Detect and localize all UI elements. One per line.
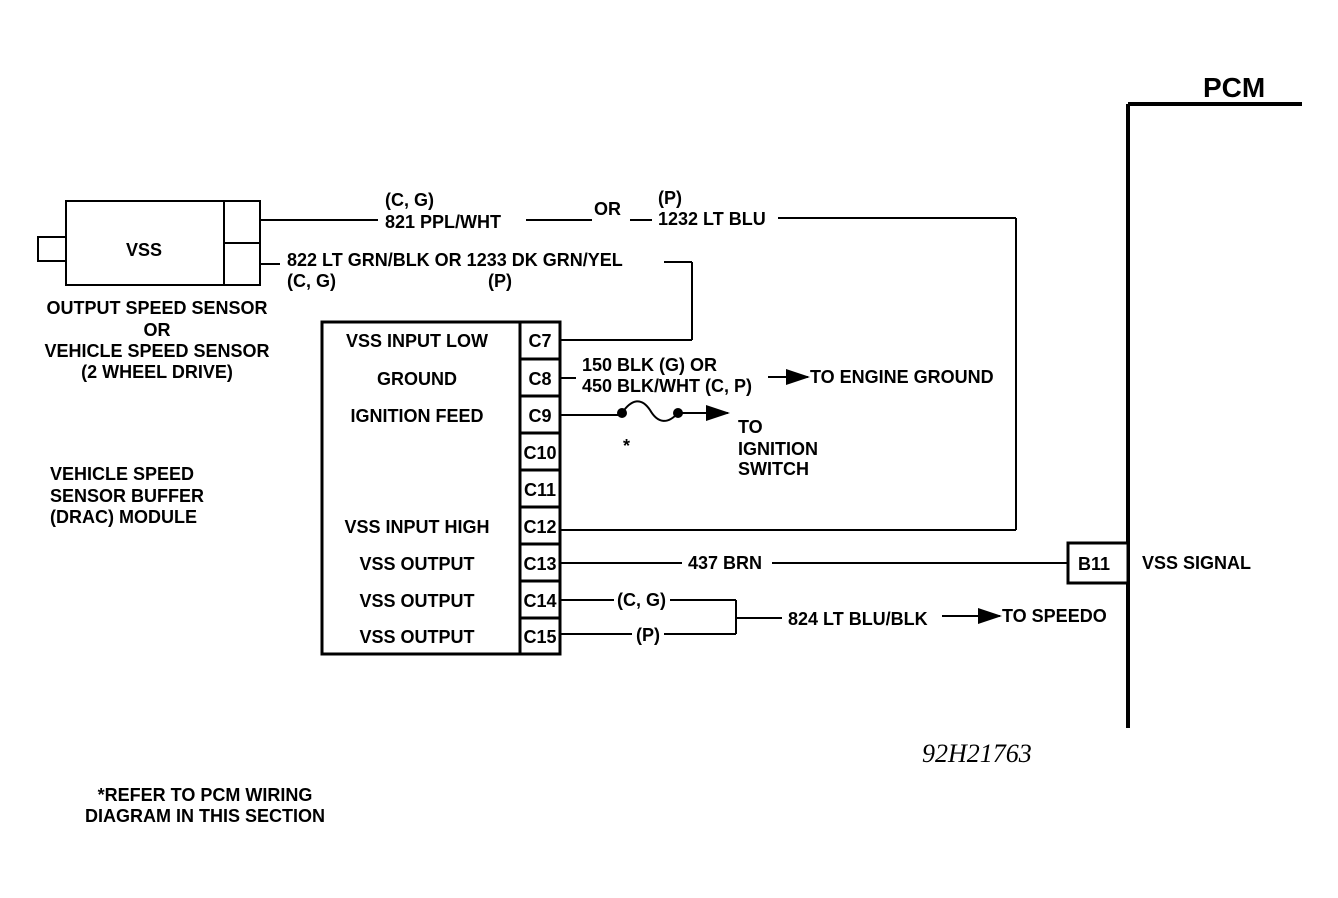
drac-module: C7 VSS INPUT LOW C8 GROUND C9 IGNITION FEED C1… — [320, 320, 562, 656]
wire-label-c15-p: (P) — [636, 625, 660, 645]
pin-label-c15: C15 — [523, 627, 556, 647]
to-ignition-label: TO — [738, 417, 763, 437]
module-pin-rows: C7 VSS INPUT LOW C8 GROUND C9 IGNITION FEED C1… — [344, 320, 562, 656]
pin-cell — [518, 616, 562, 656]
pin-label-c12: C12 — [523, 517, 556, 537]
fuse-note-star: * — [623, 436, 630, 456]
vss-caption-line: OR — [144, 320, 171, 340]
to-engine-ground-label: TO ENGINE GROUND — [810, 367, 994, 387]
to-ignition-label: IGNITION — [738, 439, 818, 459]
vss-shaft — [37, 236, 67, 262]
wire-ignition-feed: * TO IGNITION SWITCH — [560, 400, 818, 479]
module-row-label: VSS OUTPUT — [359, 554, 474, 574]
pin-label-c7: C7 — [528, 331, 551, 351]
vss-caption-line: OUTPUT SPEED SENSOR — [46, 298, 267, 318]
pin-label-c9: C9 — [528, 406, 551, 426]
to-ignition-label: SWITCH — [738, 459, 809, 479]
wire-label-437: 437 BRN — [688, 553, 762, 573]
pin-label-c11: C11 — [524, 480, 556, 500]
ground-label-450: 450 BLK/WHT (C, P) — [582, 376, 752, 396]
module-row-label: GROUND — [377, 369, 457, 389]
module-row-label: VSS INPUT HIGH — [344, 517, 489, 537]
wire-label-822: 822 LT GRN/BLK OR 1233 DK GRN/YEL — [287, 250, 623, 270]
to-speedo-label: TO SPEEDO — [1002, 606, 1107, 626]
module-row-label: VSS INPUT LOW — [346, 331, 488, 351]
module-caption: VEHICLE SPEED SENSOR BUFFER (DRAC) MODUL… — [50, 464, 204, 527]
pcm-pin-b11: B11 — [1078, 554, 1110, 574]
pin-label-c8: C8 — [528, 369, 551, 389]
wire-label-p: (P) — [658, 188, 682, 208]
figure-id: 92H21763 — [922, 739, 1032, 768]
wire-label-821: 821 PPL/WHT — [385, 212, 501, 232]
module-row-label: IGNITION FEED — [350, 406, 483, 426]
wire-label-1232: 1232 LT BLU — [658, 209, 766, 229]
ground-label-150: 150 BLK (G) OR — [582, 355, 717, 375]
vss-label: VSS — [126, 240, 162, 260]
module-caption-line: SENSOR BUFFER — [50, 486, 204, 506]
vss-caption-line: VEHICLE SPEED SENSOR — [44, 341, 269, 361]
module-row-label: VSS OUTPUT — [359, 627, 474, 647]
wire-ground: 150 BLK (G) OR 450 BLK/WHT (C, P) TO ENG… — [560, 355, 994, 396]
footnote-line: DIAGRAM IN THIS SECTION — [85, 806, 325, 826]
module-caption-line: (DRAC) MODULE — [50, 507, 197, 527]
footnote: *REFER TO PCM WIRING DIAGRAM IN THIS SEC… — [85, 785, 325, 826]
vss-caption-line: (2 WHEEL DRIVE) — [81, 362, 233, 382]
pcm-title: PCM — [1203, 72, 1265, 103]
pcm-block: PCM B11 VSS SIGNAL — [1066, 72, 1302, 728]
wire-label-or: OR — [594, 199, 621, 219]
wire-label-cg: (C, G) — [385, 190, 434, 210]
vss-signal-label: VSS SIGNAL — [1142, 553, 1251, 573]
vss-sensor: VSS — [37, 200, 261, 286]
wire-label-c14-cg: (C, G) — [617, 590, 666, 610]
wire-vss-input-low: 822 LT GRN/BLK OR 1233 DK GRN/YEL (C, G)… — [260, 250, 693, 341]
pin-label-c14: C14 — [523, 591, 556, 611]
wire-speedo: (C, G) (P) 824 LT BLU/BLK TO SPEEDO — [560, 590, 1107, 645]
wire-label-low-cg: (C, G) — [287, 271, 336, 291]
vss-caption: OUTPUT SPEED SENSOR OR VEHICLE SPEED SEN… — [44, 298, 269, 382]
pin-label-c13: C13 — [523, 554, 556, 574]
fuse-icon — [621, 400, 679, 422]
wire-label-low-p: (P) — [488, 271, 512, 291]
wire-label-824: 824 LT BLU/BLK — [788, 609, 928, 629]
footnote-line: *REFER TO PCM WIRING — [98, 785, 313, 805]
pin-label-c10: C10 — [523, 443, 556, 463]
wire-vss-input-high: (C, G) 821 PPL/WHT OR (P) 1232 LT BLU — [260, 188, 1017, 531]
module-caption-line: VEHICLE SPEED — [50, 464, 194, 484]
module-row-label: VSS OUTPUT — [359, 591, 474, 611]
wire-437-brn: 437 BRN — [560, 553, 1068, 573]
